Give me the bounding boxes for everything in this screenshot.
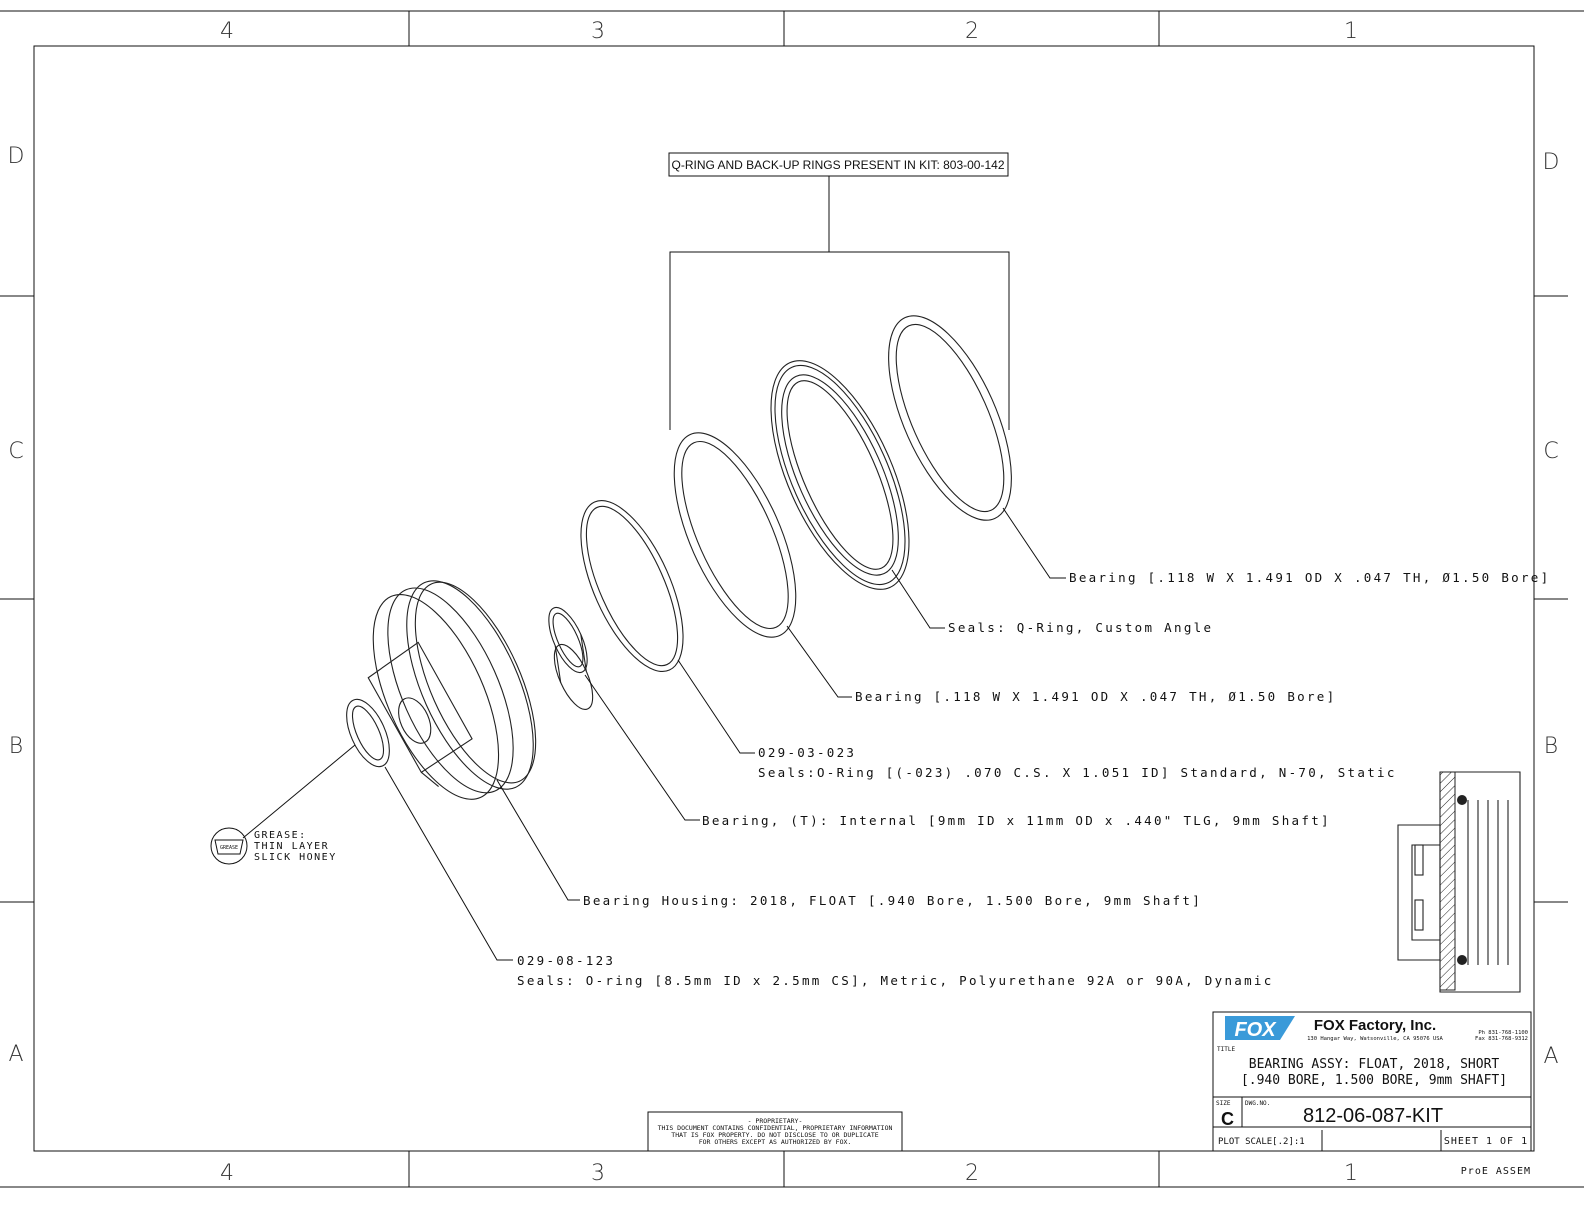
company-name: FOX Factory, Inc.: [1314, 1017, 1436, 1034]
bearing-ring-outer: [888, 315, 1012, 521]
grease-line-1: GREASE:: [254, 830, 307, 841]
zone-row-d: D: [8, 144, 25, 169]
title-line-1: BEARING ASSY: FLOAT, 2018, SHORT: [1249, 1057, 1500, 1072]
zone-row-a: A: [8, 1042, 23, 1067]
size-label: SIZE: [1216, 1100, 1231, 1107]
grease-symbol-label: GREASE: [220, 845, 238, 851]
logo-text: FOX: [1234, 1019, 1277, 1041]
grease-line-2: THIN LAYER: [254, 841, 329, 852]
zone-col-4: 4: [220, 19, 234, 44]
dwg-no: 812-06-087-KIT: [1303, 1105, 1443, 1127]
proprietary-line-3: THAT IS FOX PROPERTY. DO NOT DISCLOSE TO…: [671, 1131, 878, 1139]
zone-col-1-bottom: 1: [1344, 1161, 1358, 1186]
zone-row-d-right: D: [1543, 150, 1560, 175]
callout-o-ring-123-pn: 029-08-123: [517, 953, 615, 968]
sheet-border: [0, 10, 1584, 1188]
zone-row-c-right: C: [1543, 439, 1558, 464]
grease-note: GREASE GREASE: THIN LAYER SLICK HONEY: [210, 744, 356, 865]
size-value: C: [1221, 1109, 1234, 1129]
title-block: FOX FOX Factory, Inc. 130 Hangar Way, Wa…: [1212, 1011, 1532, 1177]
kit-note-text: Q-RING AND BACK-UP RINGS PRESENT IN KIT:…: [672, 158, 1005, 172]
zone-row-b-right: B: [1544, 734, 1558, 759]
plot-scale: PLOT SCALE[.2]:1: [1218, 1137, 1305, 1147]
company-fax: Fax 831-768-9312: [1475, 1036, 1528, 1042]
callout-o-ring-123-desc: Seals: O-ring [8.5mm ID x 2.5mm CS], Met…: [517, 973, 1274, 988]
company-phone: Ph 831-768-1100: [1478, 1030, 1528, 1036]
o-ring-023: [580, 499, 684, 673]
proprietary-line-2: THIS DOCUMENT CONTAINS CONFIDENTIAL, PRO…: [658, 1124, 893, 1132]
o-ring-123: [346, 698, 390, 768]
zone-col-4-bottom: 4: [220, 1161, 234, 1186]
proprietary-notice: - PROPRIETARY- THIS DOCUMENT CONTAINS CO…: [647, 1111, 903, 1152]
zone-row-c: C: [8, 439, 23, 464]
zone-col-2-bottom: 2: [965, 1161, 979, 1186]
grease-line-3: SLICK HONEY: [254, 852, 337, 863]
exploded-parts: [346, 315, 1012, 800]
callout-bearing-inner: Bearing [.118 W X 1.491 OD X .047 TH, Ø1…: [855, 689, 1336, 704]
callout-bushing: Bearing, (T): Internal [9mm ID x 11mm OD…: [702, 813, 1331, 828]
callout-o-ring-023-desc: Seals:O-Ring [(-023) .070 C.S. X 1.051 I…: [758, 765, 1397, 780]
zone-col-3-bottom: 3: [591, 1161, 605, 1186]
company-address: 130 Hangar Way, Watsonville, CA 95076 US…: [1307, 1036, 1443, 1042]
q-ring-seal: [770, 360, 910, 590]
title-line-2: [.940 BORE, 1.500 BORE, 9mm SHAFT]: [1241, 1073, 1507, 1088]
grease-symbol-icon: [210, 827, 248, 865]
bearing-housing: [367, 580, 537, 800]
bearing-ring-inner: [673, 432, 797, 638]
sheet-number: SHEET 1 OF 1: [1444, 1136, 1528, 1147]
callout-bearing-outer: Bearing [.118 W X 1.491 OD X .047 TH, Ø1…: [1069, 570, 1550, 585]
zone-row-b: B: [9, 734, 23, 759]
callout-q-ring: Seals: Q-Ring, Custom Angle: [948, 620, 1213, 635]
zone-labels: 4 3 2 1 4 3 2 1 D C B A D C B A: [8, 19, 1560, 1186]
bushing: [548, 606, 594, 710]
section-view: [1397, 771, 1521, 993]
callouts: Bearing [.118 W X 1.491 OD X .047 TH, Ø1…: [384, 507, 1550, 988]
title-label: TITLE: [1217, 1046, 1235, 1053]
callout-o-ring-023-pn: 029-03-023: [758, 745, 856, 760]
fox-logo: FOX: [1225, 1016, 1295, 1041]
software-label: ProE ASSEM: [1461, 1166, 1531, 1177]
zone-col-3: 3: [591, 19, 605, 44]
callout-housing: Bearing Housing: 2018, FLOAT [.940 Bore,…: [583, 893, 1202, 908]
dwg-no-label: DWG.NO.: [1245, 1100, 1270, 1107]
kit-note: Q-RING AND BACK-UP RINGS PRESENT IN KIT:…: [668, 152, 1010, 430]
proprietary-line-1: - PROPRIETARY-: [748, 1117, 803, 1125]
zone-col-2: 2: [965, 19, 979, 44]
proprietary-line-4: FOR OTHERS EXCEPT AS AUTHORIZED BY FOX.: [699, 1138, 852, 1146]
zone-col-1: 1: [1344, 19, 1358, 44]
zone-row-a-right: A: [1543, 1044, 1558, 1069]
